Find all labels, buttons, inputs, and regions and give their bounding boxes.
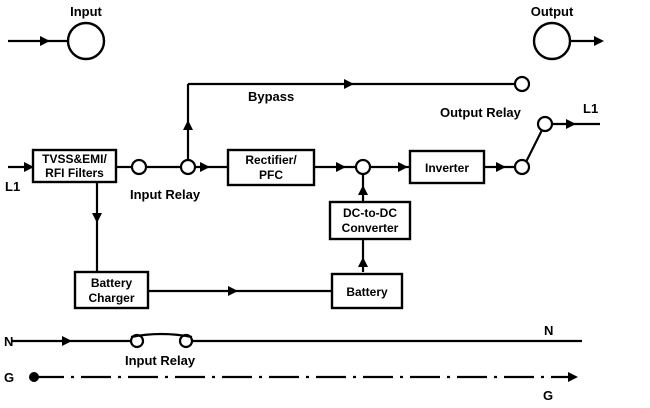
legend-input-circle-icon [66,21,106,61]
charger-label-line1: Battery [91,276,133,290]
output-relay-label: Output Relay [440,105,522,120]
charger-box: Battery Charger [73,270,150,310]
bypass-label: Bypass [248,89,294,104]
filters-label-line1: TVSS&EMI/ [42,152,107,166]
dc-bus-junction-icon [354,158,372,176]
bypass-junction-icon [179,158,197,176]
l1-input-label: L1 [5,179,20,194]
rectifier-box: Rectifier/ PFC [226,148,316,187]
neutral-input-relay-label: Input Relay [125,353,196,368]
l1-output-label: L1 [583,101,598,116]
legend-input-label: Input [70,4,102,19]
legend-output-arrow-icon [594,36,604,46]
neutral-left-label: N [4,334,13,349]
neutral-right-label: N [544,323,553,338]
neutral-line [12,332,582,349]
legend-input-arrow-icon [40,36,50,46]
dcdc-box: DC-to-DC Converter [328,200,412,241]
legend-input: Input [8,4,106,61]
neutral-relay-bridge-icon [130,332,193,339]
input-relay-label: Input Relay [130,187,201,202]
battery-label: Battery [346,285,388,299]
main-wiring [8,79,600,296]
input-relay-contact-icon [130,158,148,176]
inverter-label: Inverter [425,161,469,175]
bypass-contact-icon [513,75,531,93]
inverter-contact-icon [513,158,531,176]
filters-box: TVSS&EMI/ RFI Filters [31,148,118,184]
ground-left-label: G [4,370,14,385]
filters-label-line2: RFI Filters [45,166,104,180]
dcdc-label-line2: Converter [342,221,399,235]
ground-right-label: G [543,388,553,403]
legend-output-circle-icon [532,21,572,61]
charger-label-line2: Charger [88,291,134,305]
legend-output: Output [531,4,604,61]
rectifier-label-line2: PFC [259,168,283,182]
legend-output-label: Output [531,4,574,19]
battery-box: Battery [330,272,404,310]
rectifier-label-line1: Rectifier/ [245,153,297,167]
ground-line [29,372,578,382]
inverter-box: Inverter [408,149,486,185]
output-relay-contact-icon [536,115,554,133]
dcdc-label-line1: DC-to-DC [343,206,397,220]
